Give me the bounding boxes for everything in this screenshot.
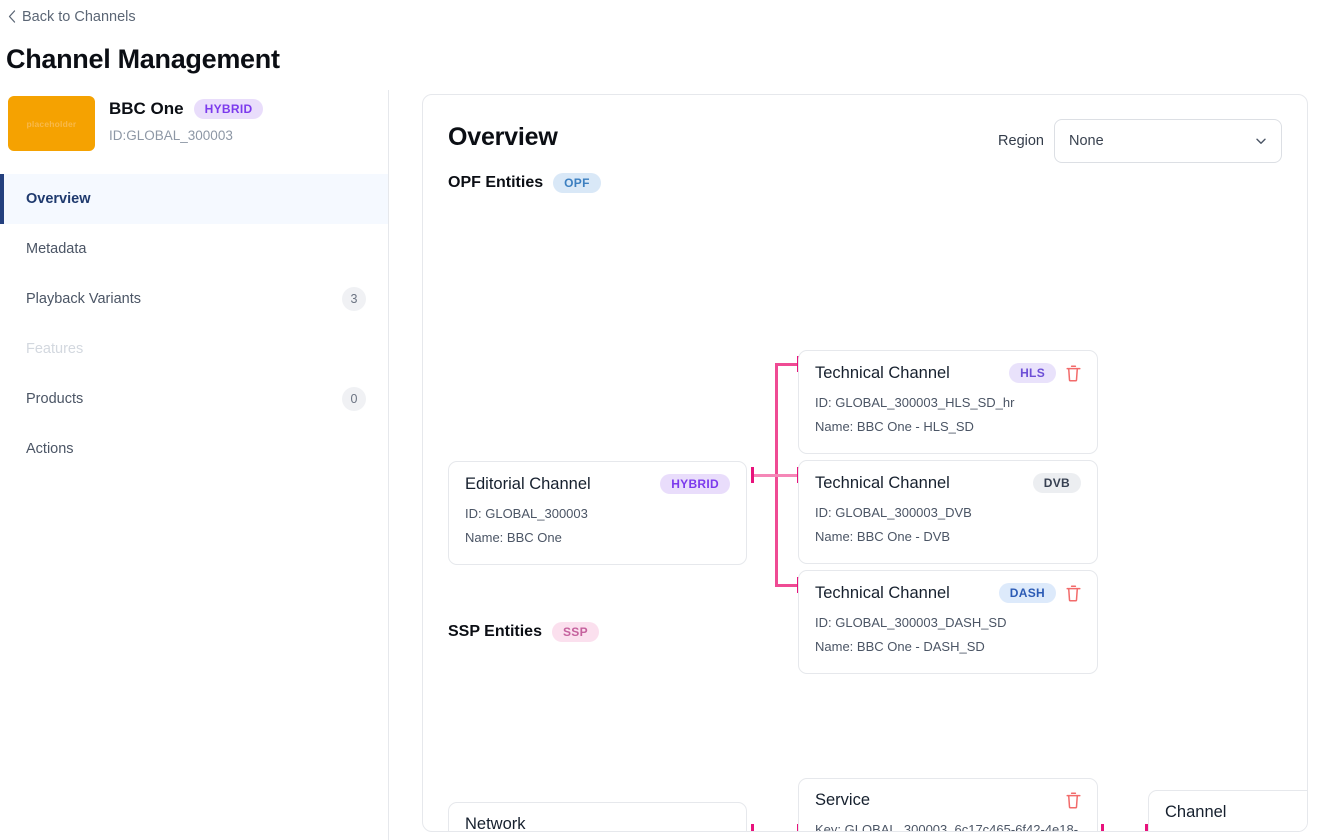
- sidebar-item-label: Playback Variants: [26, 291, 141, 307]
- connector-bus-to-hls: [775, 363, 801, 366]
- trash-icon[interactable]: [1066, 584, 1081, 602]
- sidebar-item-metadata[interactable]: Metadata: [0, 224, 388, 274]
- connector-cap-network: [751, 824, 754, 831]
- sidebar-item-label: Actions: [26, 441, 74, 457]
- editorial-channel-badge: HYBRID: [660, 474, 730, 494]
- service-card[interactable]: Service Key: GLOBAL_300003_6c17c465-6f42…: [798, 778, 1098, 832]
- region-label: Region: [998, 133, 1044, 149]
- sidebar-item-count: 3: [342, 287, 366, 311]
- technical-channel-badge: HLS: [1009, 363, 1056, 383]
- chevron-down-icon: [1255, 135, 1267, 147]
- service-key: Key: GLOBAL_300003_6c17c465-6f42-4e18-..…: [815, 822, 1089, 832]
- network-card[interactable]: Network Key: Network A: [448, 802, 747, 832]
- connector-cap-editorial: [751, 467, 754, 483]
- connector-cap-channel: [1145, 824, 1148, 831]
- technical-channel-title: Technical Channel: [815, 473, 950, 492]
- technical-channel-card-dvb[interactable]: Technical Channel DVB ID: GLOBAL_300003_…: [798, 460, 1098, 564]
- technical-channel-card-hls[interactable]: Technical Channel HLS ID: GLOBAL_300003_…: [798, 350, 1098, 454]
- editorial-channel-name: Name: BBC One: [465, 530, 562, 545]
- overview-title: Overview: [448, 123, 558, 151]
- technical-channel-badge: DVB: [1032, 473, 1081, 493]
- overview-header: Overview Region None: [423, 95, 1307, 167]
- connector-cap-service-right: [1101, 824, 1104, 831]
- connector-bus-to-dvb: [775, 474, 801, 477]
- back-to-channels-label: Back to Channels: [22, 9, 136, 25]
- trash-icon[interactable]: [1066, 792, 1081, 809]
- overview-panel: Overview Region None OPF Entities OPF: [422, 94, 1308, 832]
- sidebar-item-overview[interactable]: Overview: [0, 174, 388, 224]
- editorial-channel-id: ID: GLOBAL_300003: [465, 506, 588, 521]
- channel-name: BBC One: [109, 99, 184, 118]
- sidebar-item-actions[interactable]: Actions: [0, 424, 388, 474]
- sidebar-nav: Overview Metadata Playback Variants 3 Fe…: [0, 174, 388, 474]
- sidebar-item-playback-variants[interactable]: Playback Variants 3: [0, 274, 388, 324]
- technical-channel-badge: DASH: [998, 583, 1056, 603]
- editorial-channel-title: Editorial Channel: [465, 474, 591, 493]
- region-select-value: None: [1069, 133, 1104, 149]
- technical-channel-title: Technical Channel: [815, 363, 950, 382]
- channel-thumbnail: placeholder: [8, 96, 95, 151]
- ssp-channel-key: Key: GLOBAL_30000: [1165, 830, 1307, 831]
- opf-section-badge: OPF: [553, 173, 601, 193]
- ssp-section-title: SSP Entities: [448, 623, 542, 640]
- service-title: Service: [815, 791, 871, 809]
- channel-id: ID:GLOBAL_300003: [109, 128, 233, 143]
- technical-channel-title: Technical Channel: [815, 583, 950, 602]
- channel-type-badge: HYBRID: [193, 99, 264, 119]
- channel-thumbnail-label: placeholder: [26, 118, 77, 129]
- channel-summary: placeholder BBC One HYBRID ID:GLOBAL_300…: [0, 90, 388, 156]
- sidebar-item-products[interactable]: Products 0: [0, 374, 388, 424]
- connector-network-to-service: [753, 831, 797, 832]
- sidebar-item-label: Products: [26, 391, 84, 407]
- region-selector: Region None: [998, 119, 1282, 163]
- back-to-channels-link[interactable]: Back to Channels: [8, 8, 136, 26]
- technical-channel-id: ID: GLOBAL_300003_DASH_SD: [815, 615, 1007, 630]
- technical-channel-name: Name: BBC One - DASH_SD: [815, 639, 985, 654]
- technical-channel-card-dash[interactable]: Technical Channel DASH ID: GLOBAL_300003…: [798, 570, 1098, 674]
- editorial-channel-card[interactable]: Editorial Channel HYBRID ID: GLOBAL_3000…: [448, 461, 747, 565]
- technical-channel-name: Name: BBC One - HLS_SD: [815, 419, 974, 434]
- connector-bus-to-dash: [775, 584, 801, 587]
- ssp-section-header: SSP Entities SSP: [423, 622, 599, 642]
- sidebar-item-label: Features: [26, 341, 84, 357]
- region-select[interactable]: None: [1054, 119, 1282, 163]
- chevron-left-icon: [8, 9, 16, 25]
- connector-service-to-channel: [1103, 831, 1147, 832]
- sidebar-item-label: Overview: [26, 191, 91, 207]
- technical-channel-id: ID: GLOBAL_300003_HLS_SD_hr: [815, 395, 1015, 410]
- sidebar-item-label: Metadata: [26, 241, 87, 257]
- ssp-section-badge: SSP: [551, 622, 599, 642]
- opf-section-header: OPF Entities OPF: [423, 173, 1307, 193]
- sidebar: placeholder BBC One HYBRID ID:GLOBAL_300…: [0, 90, 389, 840]
- ssp-channel-card[interactable]: Channel Key: GLOBAL_30000 isFreeAccess: …: [1148, 790, 1307, 831]
- opf-section-title: OPF Entities: [448, 174, 544, 191]
- technical-channel-id: ID: GLOBAL_300003_DVB: [815, 505, 972, 520]
- sidebar-item-features: Features: [0, 324, 388, 374]
- ssp-channel-title: Channel: [1165, 803, 1227, 821]
- sidebar-item-count: 0: [342, 387, 366, 411]
- technical-channel-name: Name: BBC One - DVB: [815, 529, 951, 544]
- page-title: Channel Management: [6, 44, 280, 74]
- network-title: Network: [465, 815, 526, 832]
- trash-icon[interactable]: [1066, 364, 1081, 382]
